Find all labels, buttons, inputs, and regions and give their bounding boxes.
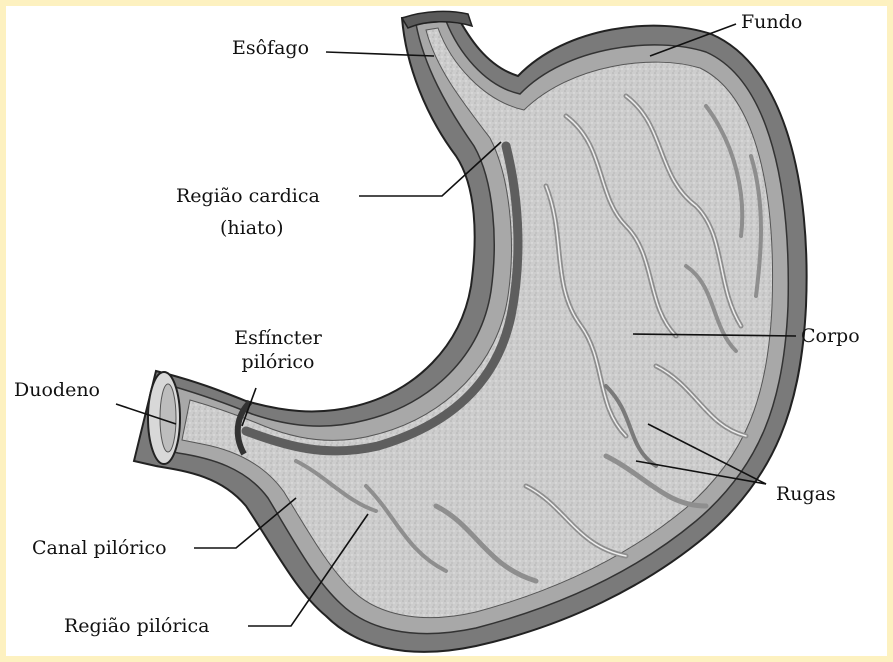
label-hiato: (hiato) [220, 216, 284, 240]
label-esfincter: Esfíncter pilórico [228, 326, 328, 374]
label-canal-pilorico: Canal pilórico [32, 536, 167, 560]
label-duodeno: Duodeno [14, 378, 100, 402]
label-regiao-cardica: Região cardica [176, 184, 320, 208]
label-esofago: Esôfago [232, 36, 309, 60]
label-esfincter-line1: Esfíncter [228, 326, 328, 350]
label-corpo: Corpo [801, 324, 860, 348]
label-rugas: Rugas [776, 482, 836, 506]
label-regiao-pilorica: Região pilórica [64, 614, 209, 638]
label-esfincter-line2: pilórico [228, 350, 328, 374]
label-fundo: Fundo [741, 10, 802, 34]
